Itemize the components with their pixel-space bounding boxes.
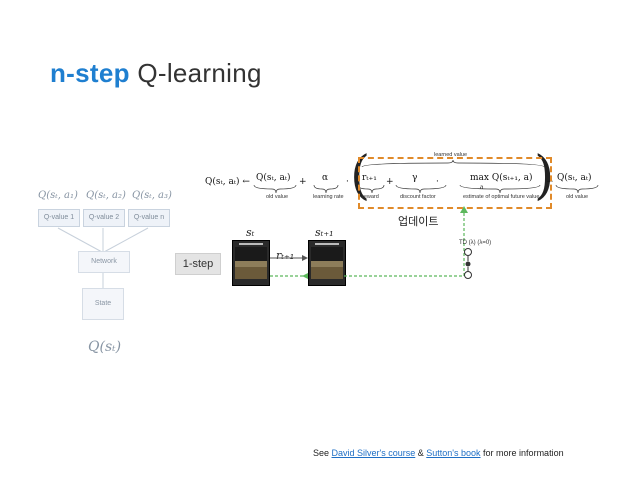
state-t-label: sₜ xyxy=(246,226,255,239)
footer-prefix: See xyxy=(313,448,332,458)
title-rest: Q-learning xyxy=(129,58,262,88)
brace-estimate: estimate of optimal future value xyxy=(463,194,540,200)
network-box: Network xyxy=(78,251,130,273)
eq-alpha: α xyxy=(322,173,329,183)
eq-lhs: Q(sₜ, aₜ) ← xyxy=(205,177,250,187)
brace-learned-value: learned value xyxy=(434,152,468,158)
sutton-book-link[interactable]: Sutton's book xyxy=(426,448,481,458)
brace-reward: reward xyxy=(362,194,379,200)
eq-old-value-2: Q(sₜ, aₜ) xyxy=(557,173,592,183)
eq-gamma: γ xyxy=(412,173,418,183)
footer-amp: & xyxy=(415,448,427,458)
eq-close-paren: ) xyxy=(534,146,555,206)
eq-reward: rₜ₊₁ xyxy=(362,173,377,183)
brace-discount: discount factor xyxy=(400,194,436,200)
q-value-label-3: Q(sₜ, a₃) xyxy=(132,190,172,201)
update-label: 업데이트 xyxy=(398,216,439,228)
eq-old-value-1: Q(sₜ, aₜ) xyxy=(256,173,291,183)
network-connectors xyxy=(57,227,149,288)
eq-minus: − xyxy=(546,177,554,187)
state-box: State xyxy=(82,288,124,320)
eq-maxq: max Q(sₜ₊₁, a) xyxy=(470,173,533,183)
brace-old-value-2: old value xyxy=(566,194,589,200)
target-highlight-box xyxy=(358,157,552,209)
game-frame-t1 xyxy=(308,240,346,286)
brace-old-value-1: old value xyxy=(266,194,289,200)
q-value-label-1: Q(sₜ, a₁) xyxy=(38,190,78,201)
q-state-label: Q(sₜ) xyxy=(88,339,122,355)
game-frame-t xyxy=(232,240,270,286)
transition-arrows xyxy=(270,255,308,279)
eq-max-sub: a xyxy=(480,184,484,191)
q-value-box-n: Q-value n xyxy=(128,209,170,227)
td-backup-diagram xyxy=(464,248,472,279)
footer-suffix: for more information xyxy=(480,448,564,458)
update-arrow xyxy=(344,206,468,277)
eq-times: · xyxy=(346,177,349,187)
footer-note: See David Silver's course & Sutton's boo… xyxy=(313,448,564,458)
q-value-label-2: Q(sₜ, a₂) xyxy=(86,190,126,201)
eq-overbrace xyxy=(361,160,545,168)
brace-learning-rate: learning rate xyxy=(313,194,344,200)
page-title: n-step Q-learning xyxy=(50,58,262,89)
reward-label: rₜ₊₁ xyxy=(276,249,295,262)
td-label: TD (λ) (λ=0) xyxy=(459,240,492,246)
q-value-box-2: Q-value 2 xyxy=(83,209,125,227)
eq-times-2: · xyxy=(436,177,439,187)
one-step-label: 1-step xyxy=(175,253,221,275)
state-t1-label: sₜ₊₁ xyxy=(315,226,334,239)
david-silver-link[interactable]: David Silver's course xyxy=(331,448,416,458)
eq-plus-1: + xyxy=(299,177,307,187)
eq-underbraces xyxy=(253,184,599,194)
eq-plus-2: + xyxy=(386,177,394,187)
q-value-box-1: Q-value 1 xyxy=(38,209,80,227)
title-highlight: n-step xyxy=(50,58,130,88)
